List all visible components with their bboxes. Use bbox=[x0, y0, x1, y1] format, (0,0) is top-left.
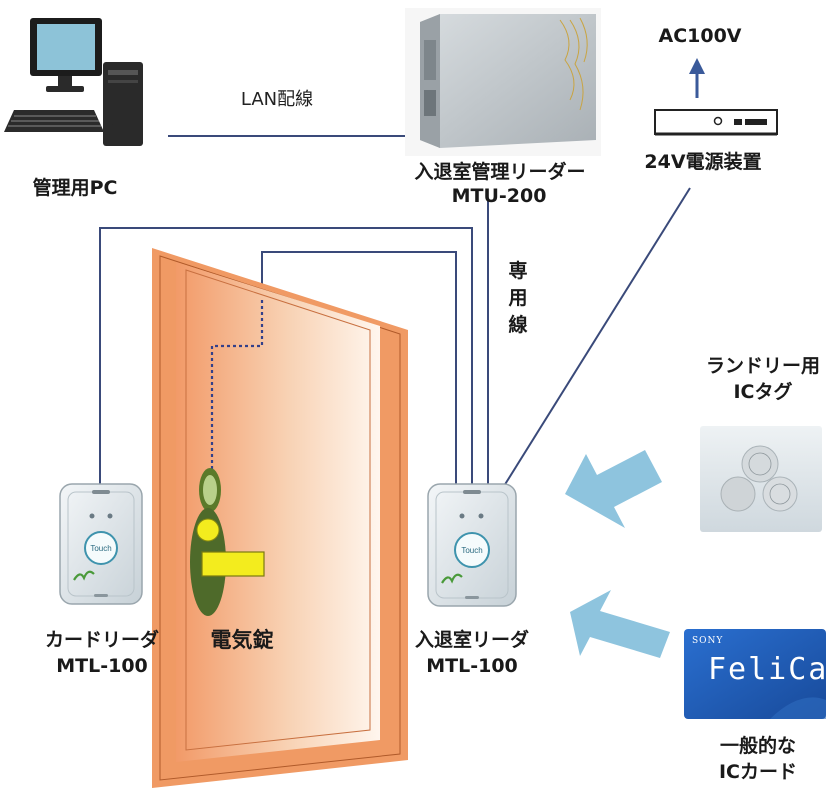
door-illustration bbox=[152, 248, 408, 788]
laundry-tag-label-line2: ICタグ bbox=[733, 381, 793, 403]
dedicated-line-char: 専 bbox=[508, 260, 528, 282]
power-supply-icon bbox=[654, 109, 778, 136]
entry-reader-model-label: MTL-100 bbox=[426, 655, 518, 677]
mtu-name-label: 入退室管理リーダー bbox=[414, 161, 586, 183]
wire-lock bbox=[261, 251, 457, 486]
dedicated-line-label: 専 用 線 bbox=[507, 258, 529, 339]
wire-card-reader bbox=[99, 227, 473, 486]
sony-logo-text: SONY bbox=[692, 636, 724, 646]
lock-cable-dotted bbox=[210, 300, 264, 478]
mtu-model-label: MTU-200 bbox=[451, 185, 547, 207]
admin-pc-icon bbox=[4, 18, 143, 146]
card-reader-name-label: カードリーダ bbox=[44, 629, 159, 651]
card-reader-model-label: MTL-100 bbox=[56, 655, 148, 677]
dedicated-line-char: 用 bbox=[508, 287, 528, 309]
power-arrow-icon bbox=[689, 58, 705, 98]
entry-reader-device bbox=[427, 483, 517, 607]
wiring bbox=[99, 135, 691, 487]
power-supply-label: 24V電源装置 bbox=[644, 151, 762, 173]
arrow-from-laundry-tag bbox=[565, 450, 662, 528]
laundry-ic-tag-image bbox=[700, 426, 822, 532]
general-ic-label-line1: 一般的な bbox=[719, 735, 796, 757]
card-reader-touch-text: Touch bbox=[90, 544, 112, 553]
entry-reader-name-label: 入退室リーダ bbox=[414, 629, 529, 651]
mtu-200-device-image bbox=[405, 8, 601, 156]
felica-ic-card-image bbox=[684, 629, 826, 719]
general-ic-label-line2: ICカード bbox=[718, 761, 797, 783]
laundry-tag-label-line1: ランドリー用 bbox=[705, 355, 820, 377]
dedicated-line-char: 線 bbox=[508, 314, 528, 336]
wire-power-supply bbox=[503, 187, 691, 487]
felica-logo-text: FeliCa bbox=[708, 652, 827, 687]
admin-pc-label: 管理用PC bbox=[32, 177, 118, 199]
ac-input-label: AC100V bbox=[658, 25, 742, 47]
entry-reader-touch-text: Touch bbox=[461, 546, 483, 555]
card-reader-device bbox=[59, 483, 143, 605]
electric-lock-icon bbox=[190, 468, 265, 616]
lan-wiring-label: LAN配線 bbox=[240, 89, 314, 110]
arrow-from-ic-card bbox=[570, 590, 670, 658]
electric-lock-label: 電気錠 bbox=[210, 628, 274, 652]
